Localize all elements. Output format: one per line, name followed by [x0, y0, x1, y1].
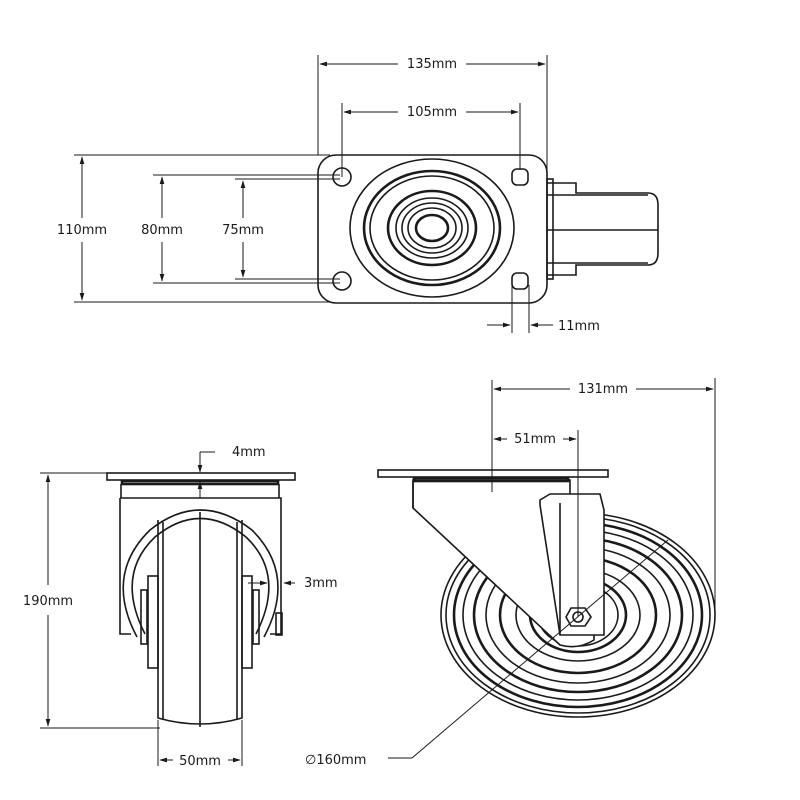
dim-wheel-width: 50mm — [179, 754, 221, 769]
mount-hole — [332, 271, 352, 291]
wheel-top — [546, 178, 659, 280]
dim-plate-thickness: 4mm — [232, 445, 266, 460]
dim-fork-thickness: 3mm — [304, 576, 338, 591]
dim-slot-inner: 75mm — [222, 223, 264, 238]
swivel-bearing — [349, 158, 515, 298]
dim-plate-width: 135mm — [407, 57, 457, 72]
front-plate — [106, 472, 296, 481]
dim-wheel-diameter: ∅160mm — [305, 753, 366, 768]
dim-hole-spacing: 105mm — [407, 105, 457, 120]
axle-nut — [275, 612, 283, 636]
mount-slot — [511, 168, 529, 186]
front-view: 4mm 190mm 3mm 50mm — [23, 445, 338, 769]
side-view: 131mm 51mm ∅160mm — [305, 378, 716, 768]
dim-offset: 51mm — [514, 432, 556, 447]
dim-slot-outer: 80mm — [141, 223, 183, 238]
dim-overall-height: 190mm — [23, 594, 73, 609]
mount-slot — [511, 272, 529, 290]
dim-slot-width: 11mm — [558, 319, 600, 334]
side-plate — [377, 469, 609, 478]
diameter-leader — [411, 539, 669, 759]
top-view: 135mm 105mm 110mm 80mm 75mm 11mm — [57, 55, 659, 334]
wheel-front — [157, 512, 243, 727]
fork-leg — [539, 493, 605, 636]
dim-plate-length: 110mm — [57, 223, 107, 238]
fork-hoop — [122, 509, 279, 638]
dim-swivel-radius: 131mm — [578, 382, 628, 397]
